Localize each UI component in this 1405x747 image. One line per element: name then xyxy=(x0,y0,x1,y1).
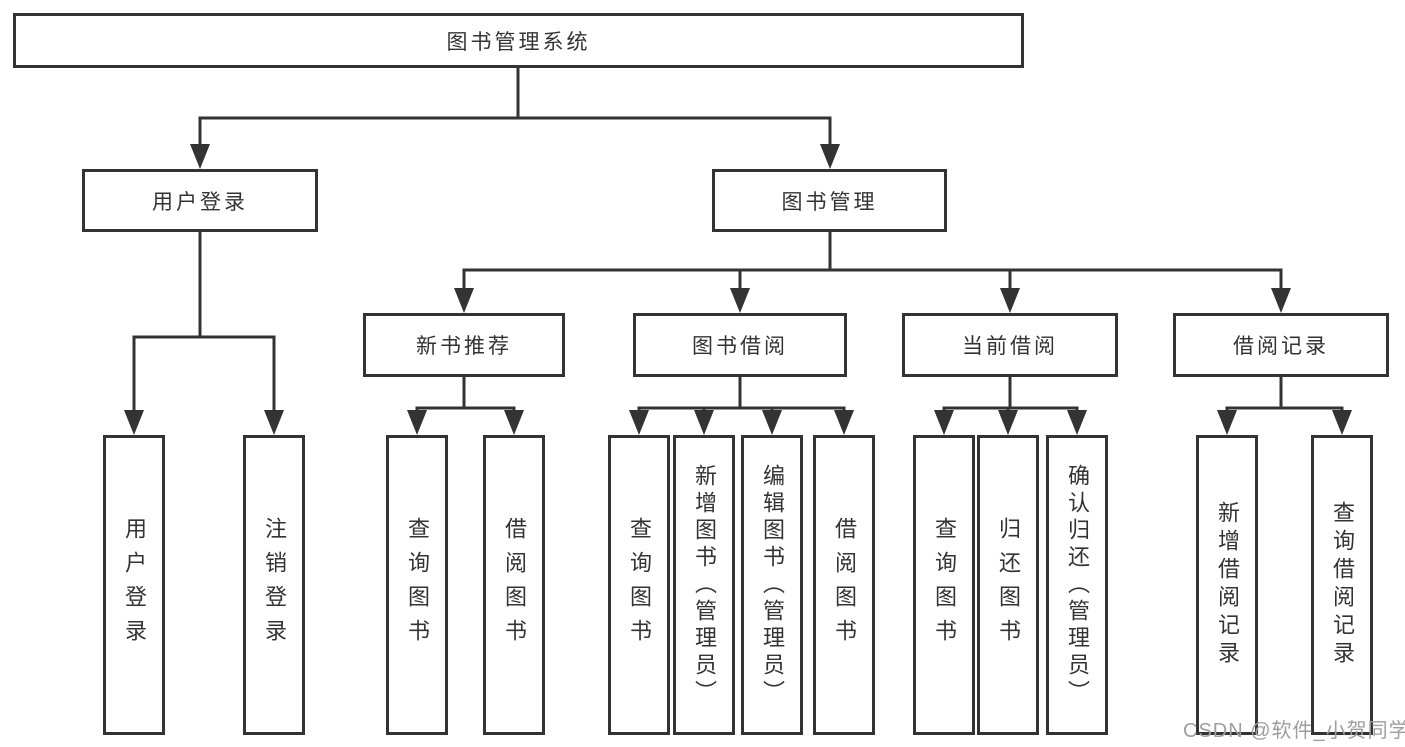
leaf-logout-login: 注销登录 xyxy=(243,435,305,735)
leaf-borrow-query-books: 查询图书 xyxy=(608,435,670,735)
connector-book-borrow-to-leaves xyxy=(629,373,854,435)
node-new-book-recommend: 新书推荐 xyxy=(363,313,565,377)
leaf-current-confirm-return-admin: 确认归还（管理员） xyxy=(1046,435,1108,735)
leaf-user-login: 用户登录 xyxy=(103,435,165,735)
watermark: CSDN @软件_小贺同学 xyxy=(1183,720,1405,742)
node-user-login: 用户登录 xyxy=(82,169,318,232)
leaf-recommend-query-books: 查询图书 xyxy=(386,435,448,735)
leaf-borrow-borrow-books: 借阅图书 xyxy=(813,435,875,735)
node-library-management-system: 图书管理系统 xyxy=(13,13,1024,68)
connector-current-borrow-to-leaves xyxy=(934,373,1087,435)
connector-book-management-to-level3 xyxy=(454,228,1291,313)
leaf-current-query-books: 查询图书 xyxy=(913,435,975,735)
leaf-records-add-record: 新增借阅记录 xyxy=(1196,435,1258,735)
leaf-current-return-books: 归还图书 xyxy=(977,435,1039,735)
leaf-records-query-record: 查询借阅记录 xyxy=(1311,435,1373,735)
leaf-borrow-add-books-admin: 新增图书（管理员） xyxy=(673,435,735,735)
leaf-borrow-edit-books-admin: 编辑图书（管理员） xyxy=(741,435,803,735)
connector-borrow-records-to-leaves xyxy=(1217,373,1352,435)
leaf-recommend-borrow-books: 借阅图书 xyxy=(483,435,545,735)
node-current-borrow: 当前借阅 xyxy=(902,313,1118,377)
node-borrow-records: 借阅记录 xyxy=(1173,313,1389,377)
connector-root-to-level2 xyxy=(190,64,840,169)
node-book-borrow: 图书借阅 xyxy=(633,313,847,377)
node-book-management: 图书管理 xyxy=(712,169,947,232)
connector-new-book-recommend-to-leaves xyxy=(407,373,524,435)
connector-user-login-to-leaves xyxy=(124,228,284,435)
